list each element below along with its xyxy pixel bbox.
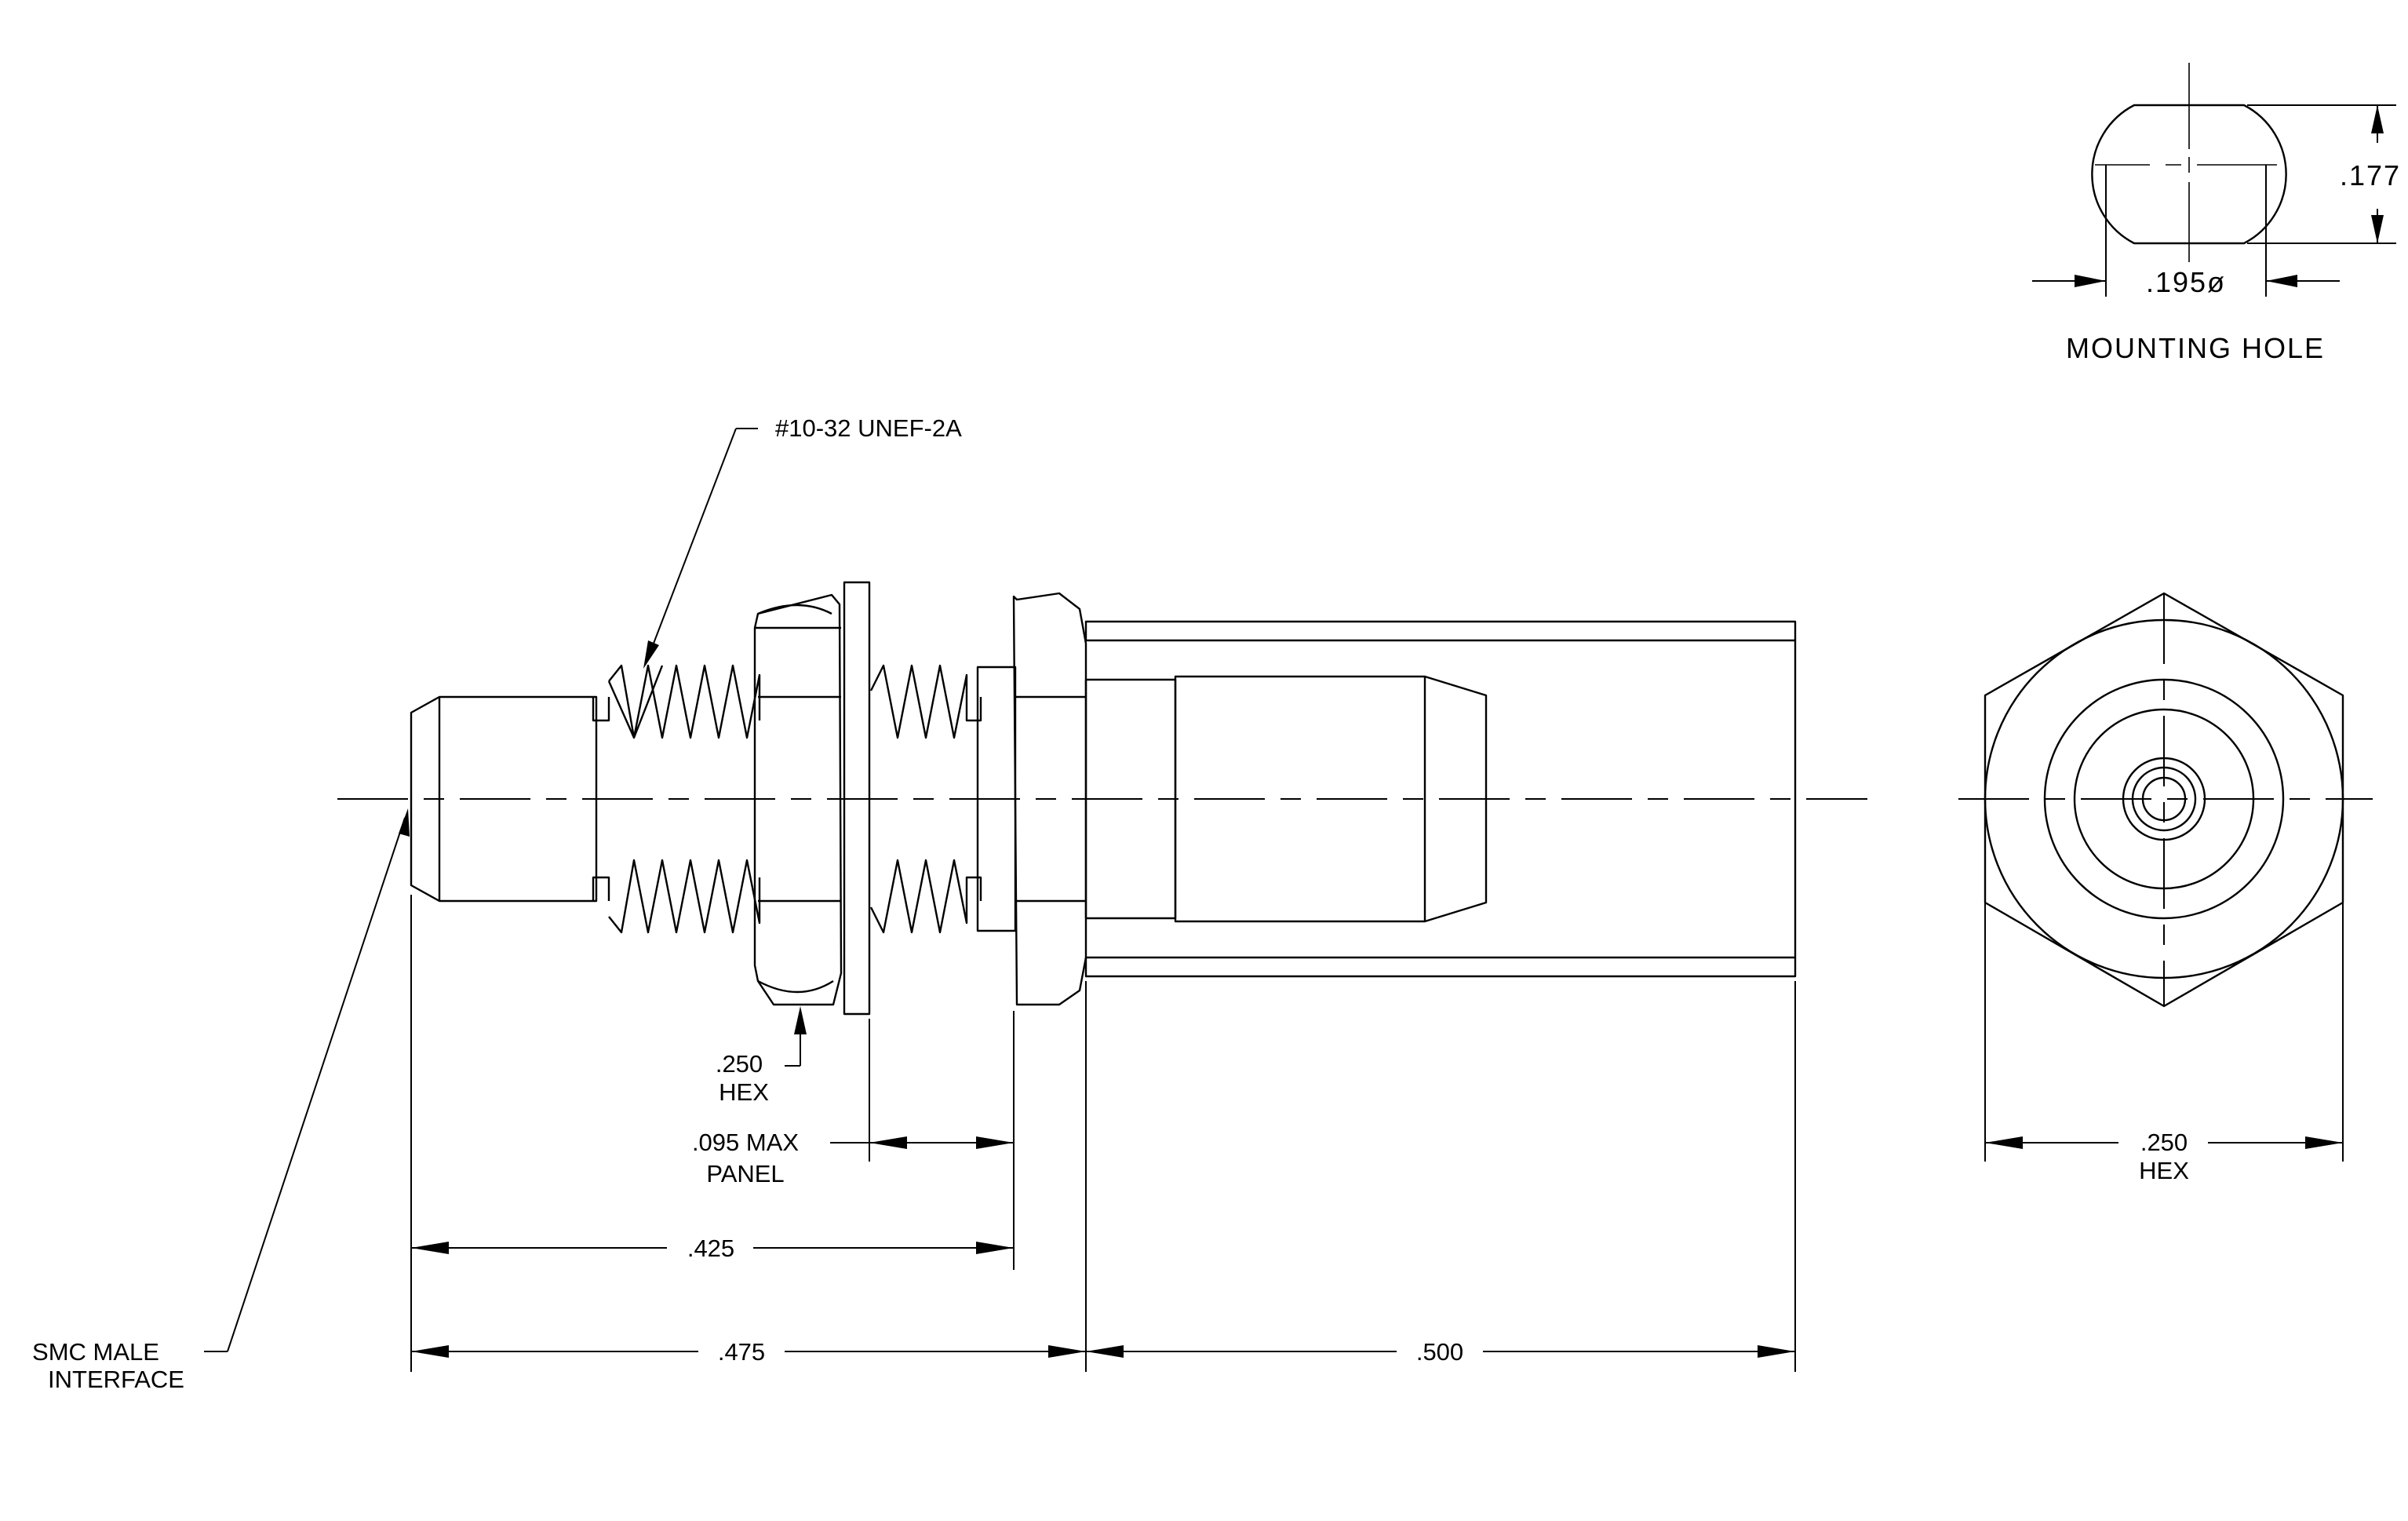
hex-left-value: .250 — [716, 1050, 763, 1078]
dim-500-label: .500 — [1416, 1338, 1463, 1366]
mounting-hole-title: MOUNTING HOLE — [2066, 332, 2325, 364]
panel-unit: PANEL — [706, 1160, 784, 1187]
hex-outline — [1984, 592, 2344, 1008]
dimensions — [204, 428, 2344, 1372]
mounting-hole-view — [2032, 63, 2396, 297]
hex-left-unit: HEX — [719, 1078, 769, 1106]
thread-lower-left — [592, 859, 761, 934]
interface-label-line2: INTERFACE — [48, 1366, 184, 1393]
labels: #10-32 UNEF-2A .250 HEX .095 MAX PANEL .… — [32, 159, 2401, 1393]
thread-label: #10-32 UNEF-2A — [775, 414, 962, 442]
hex-right-unit: HEX — [2139, 1157, 2189, 1184]
hex-nut-left — [753, 593, 843, 1006]
dim-425-label: .425 — [687, 1235, 734, 1262]
mounting-hole-outline — [2091, 104, 2287, 245]
ferrule-taper — [1424, 675, 1488, 923]
panel-washer — [843, 581, 871, 1016]
bore-outer — [2122, 757, 2206, 841]
knurled-ferrule — [1174, 675, 1426, 923]
sleeve-wall-top — [1084, 620, 1797, 642]
mounting-hole-diameter: .195ø — [2146, 266, 2226, 298]
hex-body-right — [1012, 592, 1087, 1006]
side-view — [337, 581, 1867, 1016]
bore-inner — [2131, 766, 2197, 832]
ring-outer — [2043, 678, 2285, 920]
ring-inner — [2073, 708, 2255, 890]
interface-label-line1: SMC MALE — [32, 1338, 159, 1366]
mounting-hole-height: .177 — [2340, 159, 2401, 191]
panel-value: .095 MAX — [692, 1129, 799, 1156]
thread-lower-right — [869, 859, 982, 934]
sleeve-wall-bottom — [1084, 956, 1797, 978]
hex-right-value: .250 — [2140, 1129, 2188, 1156]
thread-upper-right — [869, 664, 982, 739]
end-view — [1958, 592, 2373, 1008]
dim-475-label: .475 — [718, 1338, 765, 1366]
hex-inscribed-circle — [1984, 618, 2344, 979]
center-pin — [2141, 776, 2187, 822]
